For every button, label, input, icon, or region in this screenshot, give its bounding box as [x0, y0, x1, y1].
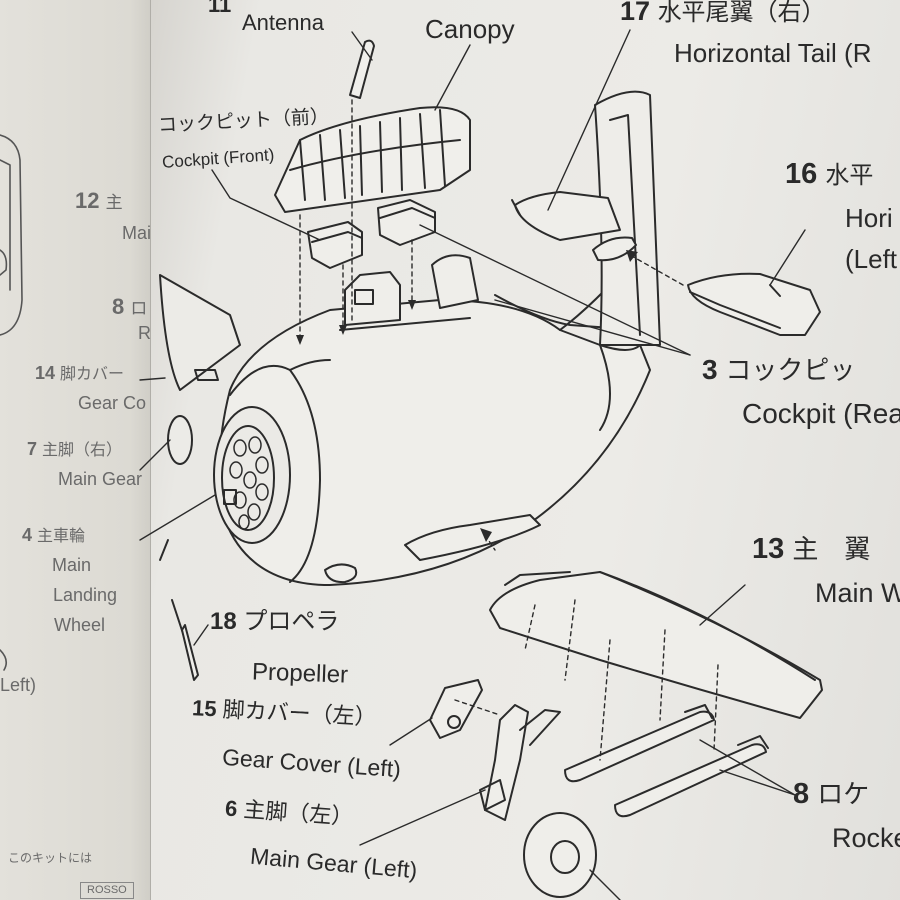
cockpit-rear: [377, 199, 436, 246]
left-main-wheel-label: 4 主車輪: [22, 526, 85, 545]
main-wing-jp: 主 翼: [792, 534, 871, 564]
main-gear-left-number: 6: [224, 795, 239, 822]
cockpit-opening: [339, 254, 479, 331]
cockpit-rear-number: 3: [702, 354, 718, 385]
main-gear-left: [479, 704, 561, 821]
antenna-label: 11: [208, 0, 231, 16]
left-rocket-jp: ロ: [130, 299, 148, 318]
antenna: [349, 39, 375, 99]
antenna-number: 11: [208, 0, 232, 17]
left-footer-note: このキットには: [8, 851, 93, 865]
horizontal-tail-right-label: 17 水平尾翼（右）: [620, 0, 826, 25]
left-main-wing-number: 12: [75, 188, 100, 213]
leader-lines: [139, 29, 806, 900]
horizontal-tail-right-en-label: Horizontal Tail (R: [674, 38, 872, 68]
horizontal-tail-left-en-line2: (Left: [845, 244, 898, 274]
horizontal-tail-left-jp: 水平: [825, 162, 874, 189]
propeller-number: 18: [210, 608, 237, 635]
propeller-jp: プロペラ: [243, 608, 340, 635]
left-main-gear-number: 7: [27, 439, 38, 459]
left-footer-label: ROSSO: [80, 882, 134, 899]
propeller-en-label: Propeller: [251, 658, 349, 689]
horizontal-tail-left: [687, 272, 821, 336]
main-wing: [489, 571, 823, 719]
left-rocket-en: R: [138, 323, 151, 343]
main-wing-label: 13 主 翼: [752, 535, 870, 564]
horizontal-tail-right-number: 17: [620, 0, 651, 26]
left-main-wing-en: Mai: [122, 223, 152, 243]
left-main-wheel-number: 4: [22, 525, 33, 545]
gear-cover-left: [429, 679, 483, 739]
left-gear-cover-label: 14 脚カバー: [35, 364, 124, 383]
rockets: [564, 704, 769, 818]
rocket-en-label: Rocke: [832, 823, 900, 853]
left-gear-assembly: [159, 274, 241, 671]
left-main-gear-jp: 主脚（右）: [42, 442, 123, 459]
propeller: [181, 624, 199, 681]
left-main-wheel-en-1: Main: [52, 555, 92, 575]
engine-cowling: [213, 406, 291, 544]
left-rocket-label: 8 ロ: [112, 296, 147, 318]
main-wing-number: 13: [752, 533, 785, 565]
wing-socket: [404, 514, 541, 561]
rocket-label: 8 ロケ: [793, 780, 869, 809]
fuselage: [218, 239, 651, 586]
horizontal-tail-left-number: 16: [785, 158, 818, 190]
cockpit-rear-en-label: Cockpit (Rea: [742, 398, 900, 429]
cockpit-front: [307, 221, 363, 269]
left-page-partial-drawing: [0, 134, 23, 671]
rocket-jp: ロケ: [817, 779, 870, 809]
left-main-wheel-jp: 主車輪: [37, 528, 86, 545]
left-gear-cover-en: Gear Co: [78, 393, 147, 413]
arrowheads: [296, 250, 638, 542]
main-wheel-left: [523, 812, 597, 898]
horizontal-tail-right-jp: 水平尾翼（右）: [657, 0, 826, 26]
assembly-arrows: [299, 99, 719, 761]
vertical-tail: [594, 90, 661, 346]
left-main-wheel-en-3: Wheel: [54, 615, 106, 635]
cockpit-rear-jp: コックピッ: [725, 355, 856, 385]
left-main-gear-label: 7 主脚（右）: [27, 440, 122, 459]
left-main-gear-en: Main Gear: [58, 469, 143, 489]
left-rocket-number: 8: [112, 294, 125, 319]
canopy: [274, 106, 471, 213]
horizontal-tail-left-label: 16 水平: [785, 160, 873, 189]
main-wing-en-label: Main W: [815, 578, 900, 608]
left-main-wheel-en-2: Landing: [53, 585, 118, 605]
left-main-wing-jp: 主: [105, 193, 123, 212]
canopy-en-label: Canopy: [425, 14, 515, 44]
left-gear-cover-number: 14: [35, 363, 56, 383]
left-edge-fragment: Left): [0, 675, 37, 695]
left-main-wing-label: 12 主: [75, 190, 123, 212]
tail-socket: [592, 236, 637, 262]
left-gear-cover-jp: 脚カバー: [60, 366, 125, 383]
cockpit-rear-label: 3 コックピッ: [702, 356, 855, 384]
propeller-label: 18 プロペラ: [210, 610, 339, 634]
horizontal-tail-right: [511, 191, 621, 241]
rocket-number: 8: [793, 778, 810, 810]
left-page: [0, 0, 162, 900]
horizontal-tail-left-en-line1: Hori: [845, 203, 893, 233]
antenna-en-label: Antenna: [242, 10, 324, 35]
gear-cover-left-number: 15: [191, 695, 218, 722]
